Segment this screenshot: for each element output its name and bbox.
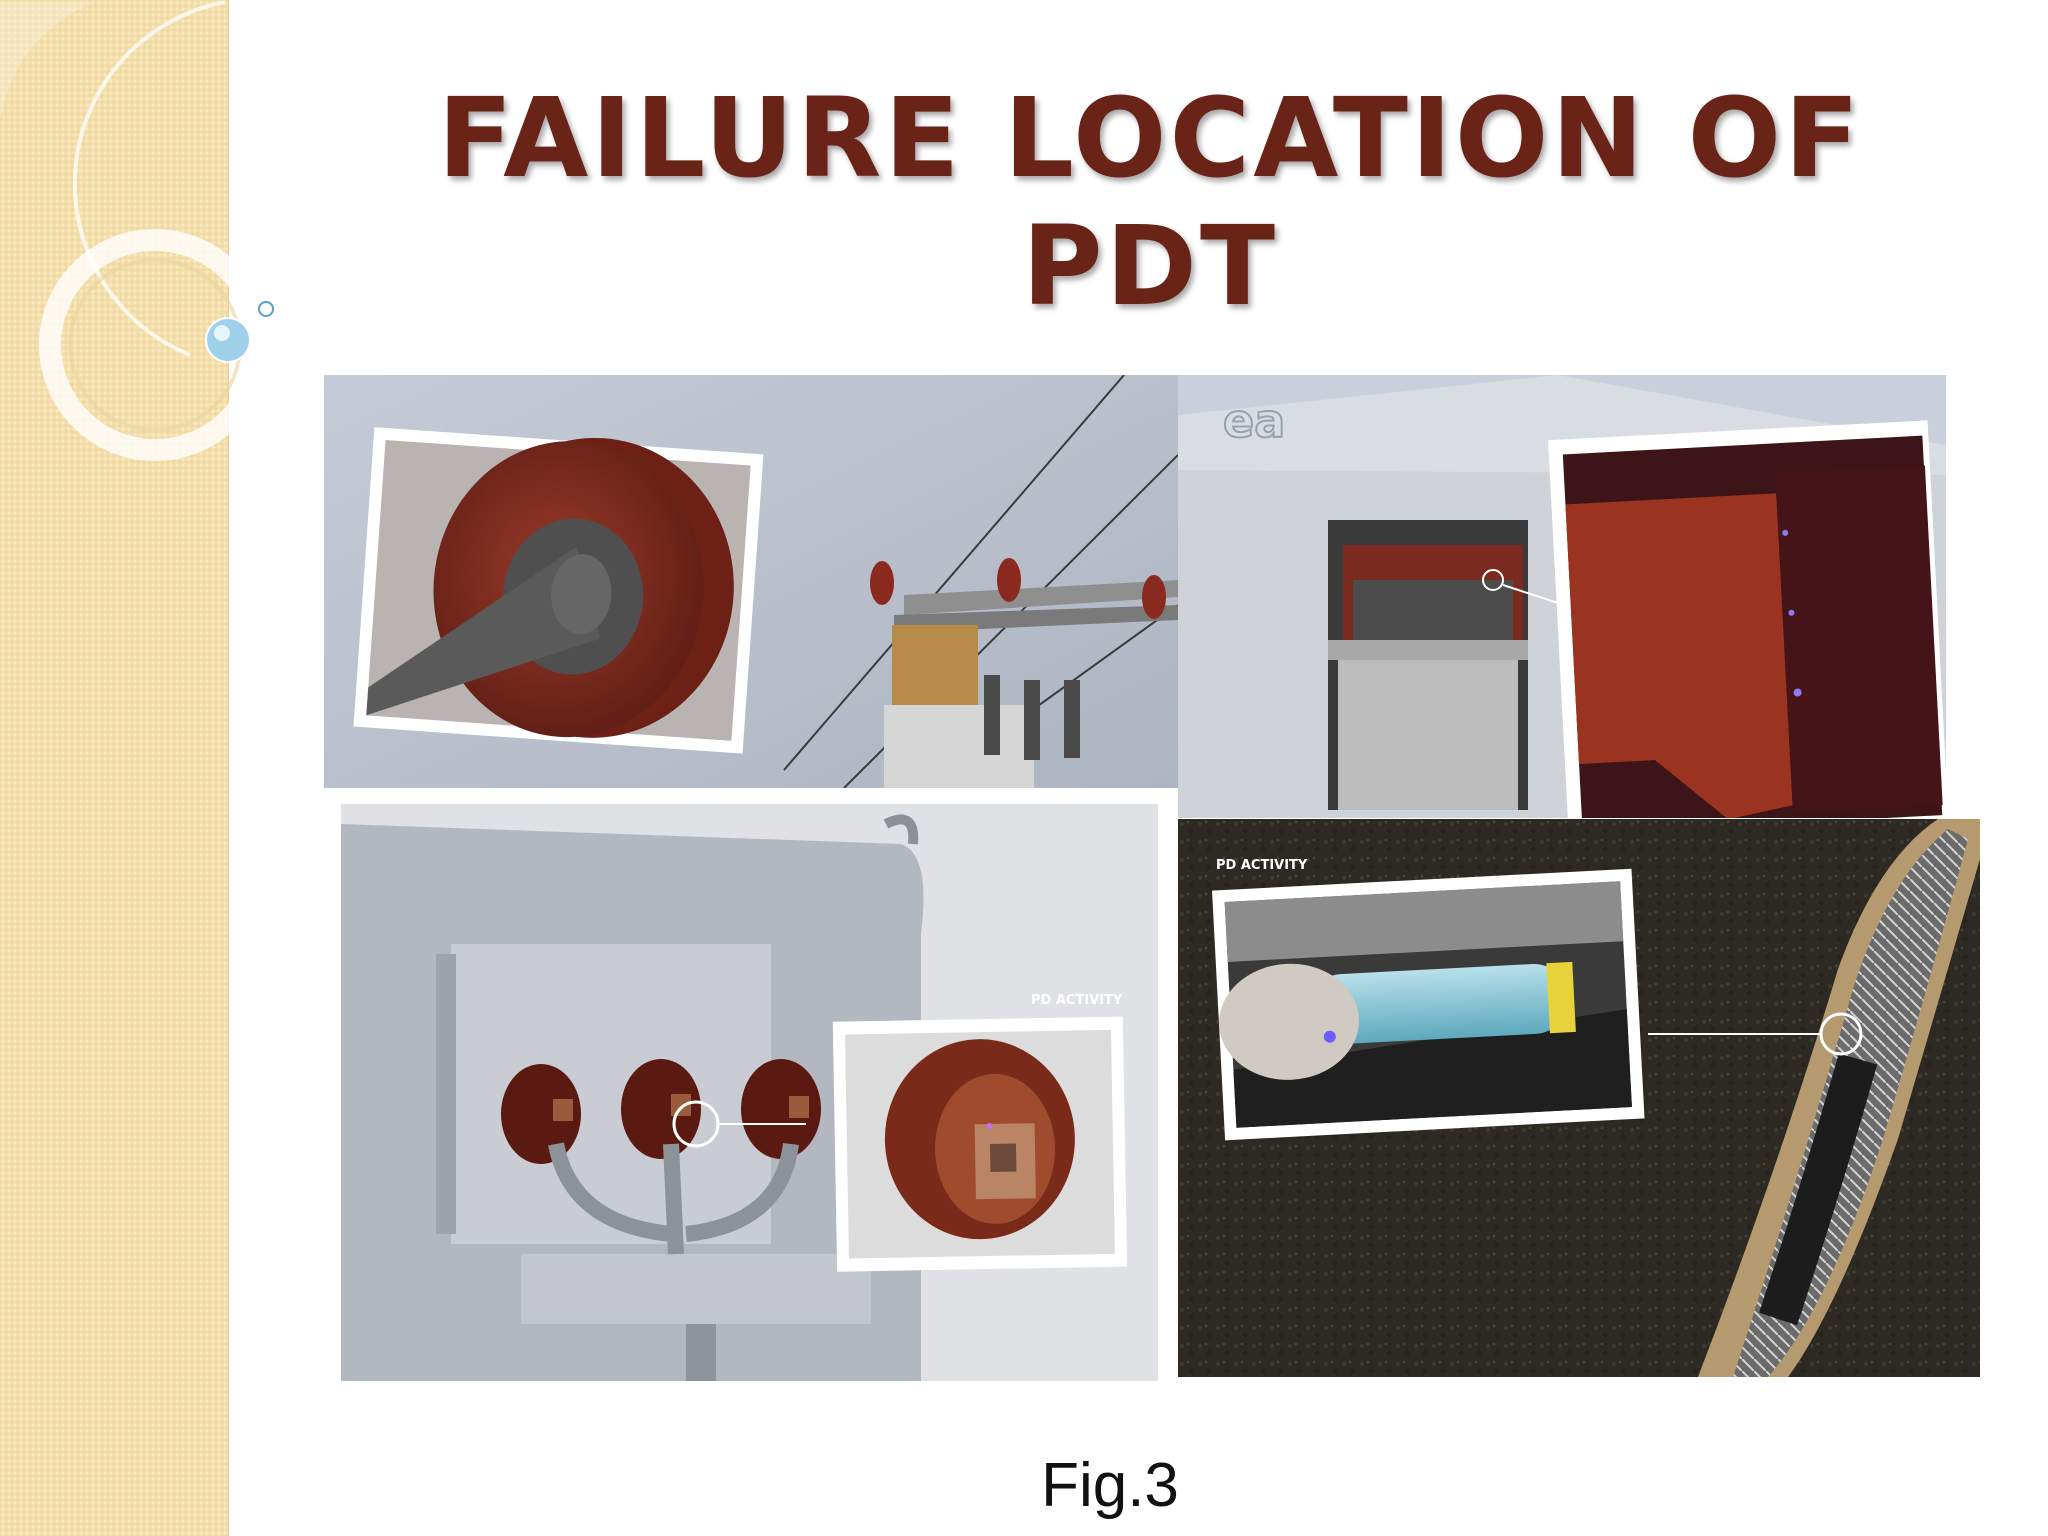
decorative-circles (0, 0, 274, 461)
image-underground-cable-joint: PD ACTIVITY (1178, 819, 1980, 1377)
image-transformer-bushings: PD ACTIVITY (341, 804, 1158, 1381)
panel-label: PD ACTIVITY (1216, 858, 1308, 873)
panel-label: PD ACTIVITY (1031, 993, 1123, 1008)
figure-caption: Fig.3 (1041, 1451, 1179, 1520)
image-switchgear-cabinet: ea (1178, 375, 1946, 818)
slide-title: FAILURE LOCATION OF PDT (437, 74, 1863, 330)
logo-text: ea (1223, 394, 1285, 448)
image-overhead-insulator (324, 375, 1178, 788)
